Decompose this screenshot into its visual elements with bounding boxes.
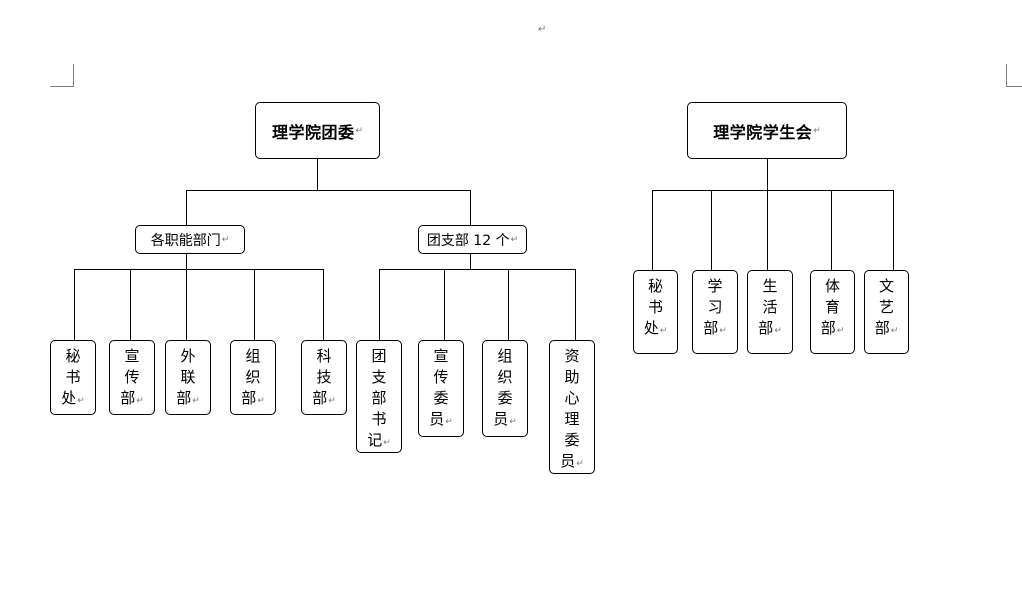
connector: [444, 269, 445, 340]
connector: [317, 158, 318, 191]
crop-mark-right-vertical: [1006, 64, 1007, 87]
leaf-node: 宣 传 委 员↵: [418, 340, 464, 437]
connector: [130, 269, 131, 340]
connector: [74, 269, 75, 340]
paragraph-mark-top: ↵: [538, 24, 547, 35]
root-label: 理学院学生会: [713, 122, 813, 142]
leaf-node: 宣 传 部↵: [109, 340, 155, 415]
connector: [379, 269, 576, 270]
connector: [379, 269, 380, 340]
connector: [711, 190, 712, 271]
leaf-node: 组 织 委 员↵: [482, 340, 528, 437]
connector: [831, 190, 832, 271]
root-node-youth-league: 理学院团委↵: [255, 102, 380, 159]
connector: [254, 269, 255, 340]
leaf-node: 团 支 部 书 记↵: [356, 340, 402, 453]
connector: [652, 190, 653, 271]
connector: [186, 269, 187, 340]
connector: [575, 269, 576, 340]
branch-label: 各职能部门: [150, 232, 221, 249]
connector: [186, 190, 471, 191]
leaf-node: 学 习 部↵: [692, 270, 738, 354]
leaf-node: 体 育 部↵: [810, 270, 855, 354]
root-node-student-union: 理学院学生会↵: [687, 102, 847, 159]
root-label: 理学院团委: [271, 122, 355, 142]
connector: [767, 190, 768, 271]
connector: [186, 253, 187, 269]
branch-node-functional-departments: 各职能部门↵: [135, 225, 245, 254]
connector: [323, 269, 324, 340]
connector: [893, 190, 894, 271]
leaf-node: 组 织 部↵: [230, 340, 276, 415]
leaf-node: 生 活 部↵: [747, 270, 793, 354]
connector: [470, 253, 471, 269]
connector: [74, 269, 324, 270]
crop-mark-right-horizontal: [1006, 86, 1022, 87]
branch-node-league-branches: 团支部 12 个↵: [418, 225, 527, 254]
connector: [508, 269, 509, 340]
crop-mark-left-horizontal: [50, 86, 74, 87]
leaf-node: 文 艺 部↵: [864, 270, 909, 354]
leaf-node: 秘 书 处↵: [50, 340, 96, 415]
connector: [767, 158, 768, 191]
leaf-node: 资 助 心 理 委 员↵: [549, 340, 595, 474]
leaf-node: 秘 书 处↵: [633, 270, 678, 354]
leaf-node: 科 技 部↵: [301, 340, 347, 415]
connector: [186, 190, 187, 225]
connector: [470, 190, 471, 225]
connector: [652, 190, 894, 191]
branch-label: 团支部 12 个: [426, 232, 510, 249]
crop-mark-left-vertical: [73, 64, 74, 87]
leaf-node: 外 联 部↵: [165, 340, 211, 415]
